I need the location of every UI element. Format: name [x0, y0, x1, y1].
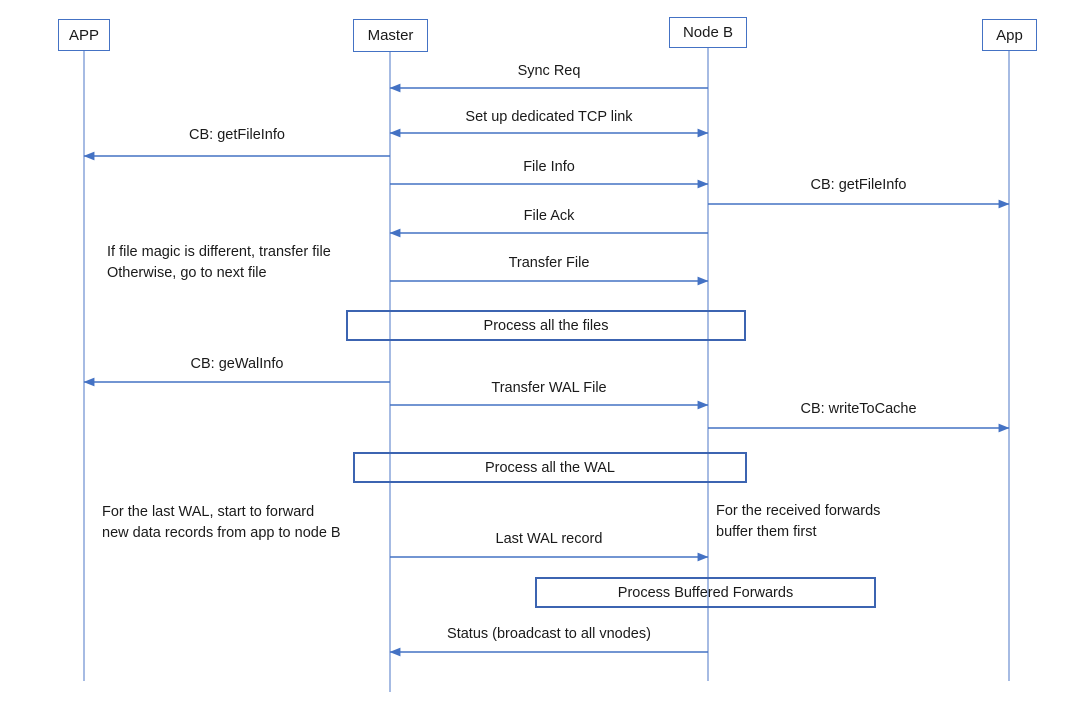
message-label-transfer-wal-file: Transfer WAL File	[491, 380, 607, 396]
process-box-process-all-the-wal: Process all the WAL	[353, 452, 747, 483]
message-label-file-info: File Info	[523, 159, 575, 175]
message-label-cb-gewalinfo: CB: geWalInfo	[190, 356, 284, 372]
message-label-last-wal-record: Last WAL record	[495, 531, 603, 547]
participant-label-app: App	[996, 26, 1023, 44]
annotation-note-3: For the received forwards buffer them fi…	[716, 503, 881, 540]
process-box-label-process-all-the-files: Process all the files	[483, 317, 609, 334]
message-label-sync-req: Sync Req	[517, 63, 581, 79]
process-box-process-all-the-files: Process all the files	[346, 310, 746, 341]
message-label-cb-getfileinfo: CB: getFileInfo	[810, 177, 907, 193]
participant-box-node-b: Node B	[669, 17, 747, 48]
participant-box-app: App	[982, 19, 1037, 51]
message-label-cb-getfileinfo: CB: getFileInfo	[189, 127, 285, 143]
participant-label-node-b: Node B	[682, 24, 734, 41]
annotation-note-1: If file magic is different, transfer fil…	[107, 244, 331, 281]
message-label-transfer-file: Transfer File	[508, 255, 590, 271]
process-box-process-buffered-forwards: Process Buffered Forwards	[535, 577, 876, 608]
participant-label-master: Master	[367, 27, 414, 44]
message-label-status-broadcast-to-all-vnodes: Status (broadcast to all vnodes)	[447, 626, 651, 642]
process-box-label-process-all-the-wal: Process all the WAL	[484, 459, 615, 476]
participant-label-app: APP	[68, 26, 99, 44]
participant-box-master: Master	[353, 19, 428, 52]
message-label-set-up-dedicated-tcp-link: Set up dedicated TCP link	[465, 109, 633, 125]
process-box-label-process-buffered-forwards: Process Buffered Forwards	[617, 584, 794, 601]
participant-box-app: APP	[58, 19, 110, 51]
message-label-cb-writetocache: CB: writeToCache	[800, 401, 917, 417]
message-label-file-ack: File Ack	[523, 208, 575, 224]
annotation-note-2: For the last WAL, start to forward new d…	[102, 504, 341, 541]
